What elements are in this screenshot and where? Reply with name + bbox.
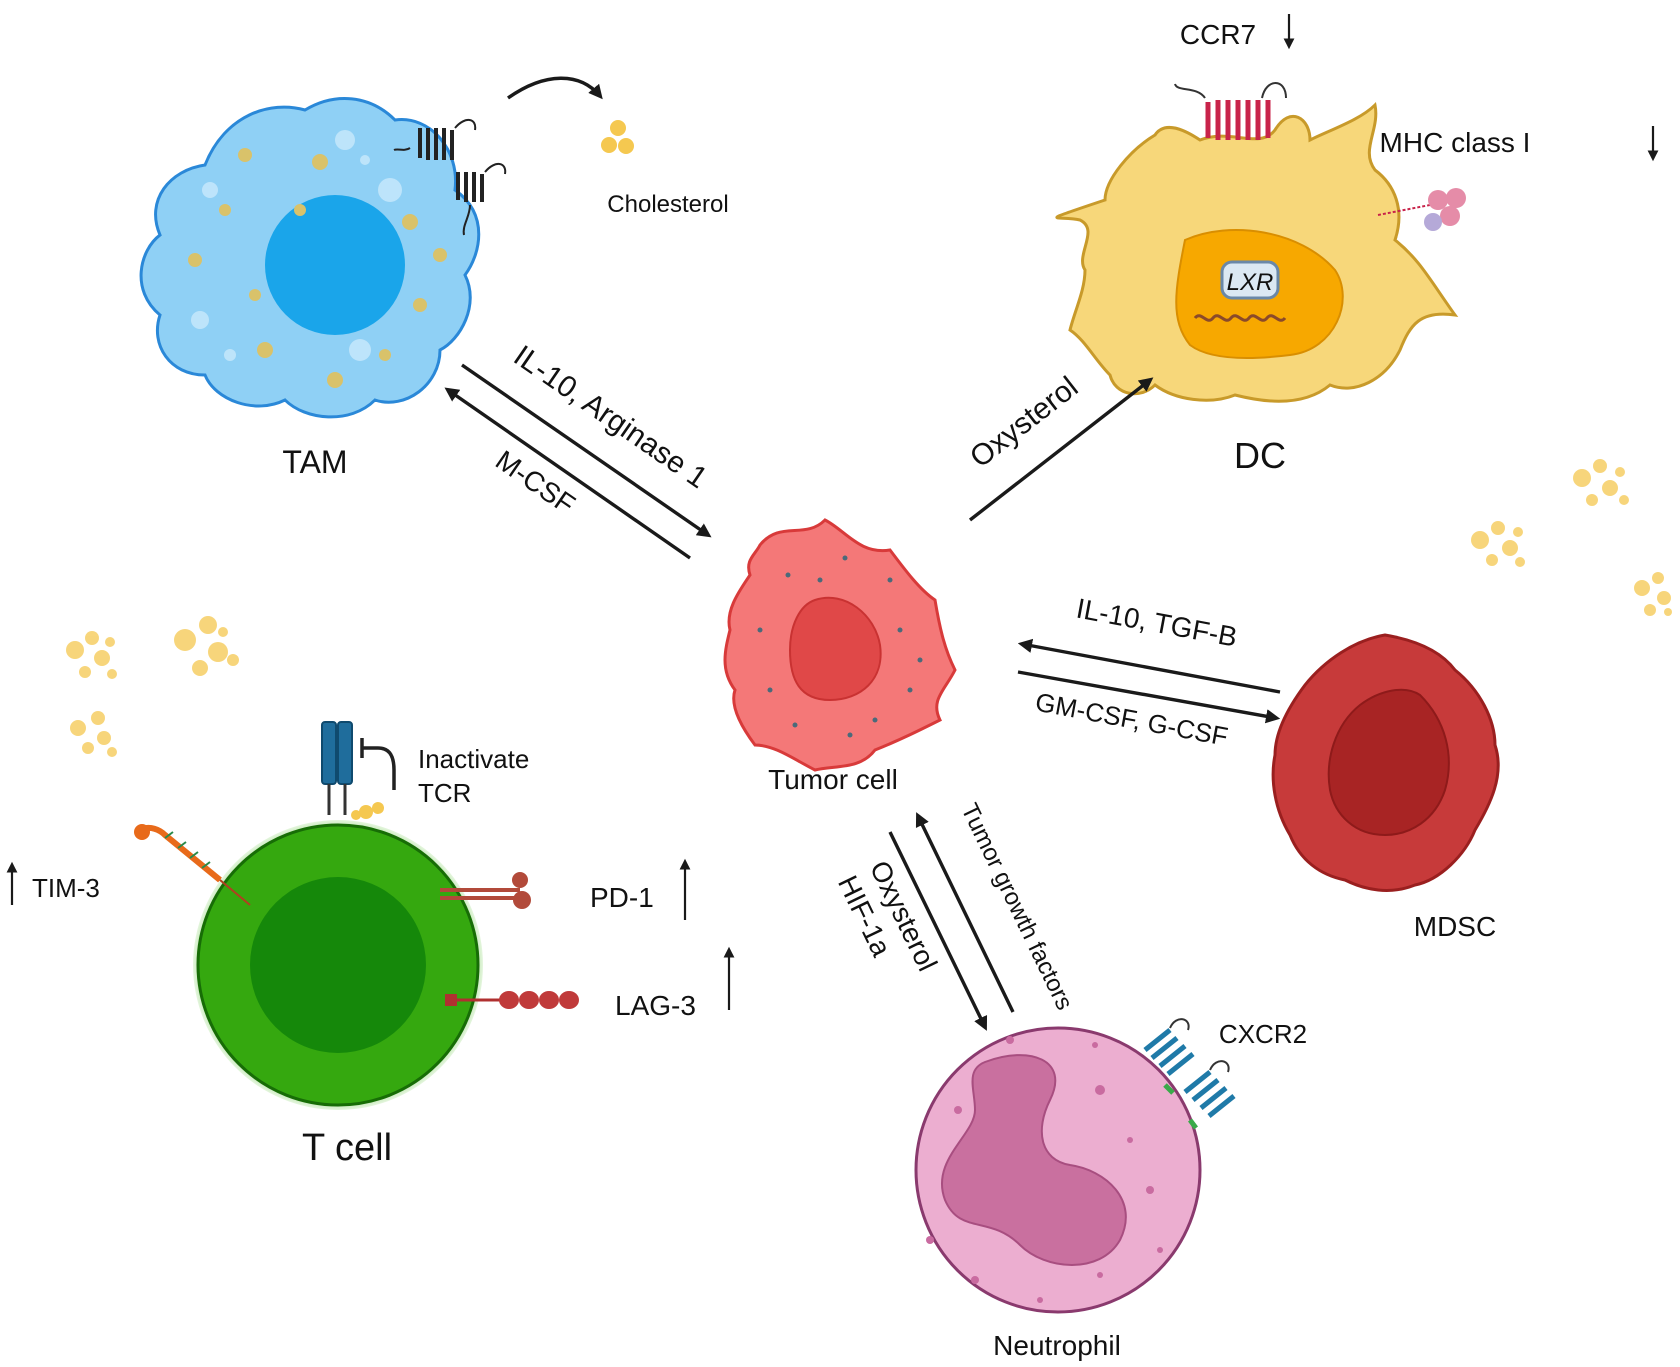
dna-icon: [1193, 314, 1287, 322]
cxcr2-receptor-icon: [1143, 1018, 1236, 1130]
tumor-growth-factors-arrow: [915, 812, 1015, 1013]
mcsf-label: M-CSF: [490, 444, 581, 520]
mhc-class-i-icon: [1377, 188, 1466, 231]
tam-receptor-icon: [393, 119, 507, 236]
pd1-label: PD-1: [590, 882, 654, 913]
tam-cell: [139, 97, 507, 419]
lipid-clusters: [66, 459, 1672, 757]
neutrophil-granules: [926, 1036, 1163, 1303]
lipid-cluster-icon: [70, 711, 117, 757]
tim3-label: TIM-3: [32, 873, 100, 903]
dc-label: DC: [1234, 435, 1286, 476]
t-cell-label: T cell: [302, 1127, 392, 1169]
mcsf-arrow: [444, 387, 691, 560]
tumor-nucleus: [788, 596, 882, 702]
neutrophil-cell: [914, 1018, 1236, 1314]
tam-lipid-droplets: [188, 148, 447, 388]
cholesterol-droplets: [601, 120, 634, 154]
lipid-cluster-icon: [1471, 521, 1525, 567]
lxr-box-icon: [1220, 260, 1280, 300]
cholesterol-label: Cholesterol: [607, 191, 728, 218]
il10-tgf-arrow: [1017, 638, 1281, 694]
lipid-cluster-icon: [174, 616, 239, 676]
tam-vesicles: [191, 130, 402, 361]
dc-cell: LXR: [1055, 82, 1466, 403]
t-cell: [134, 721, 579, 1110]
il10-tgf-label: IL-10, TGF-B: [1074, 593, 1240, 653]
lag3-label: LAG-3: [615, 990, 696, 1021]
il10-arginase-arrow: [461, 363, 712, 538]
gmcsf-arrow: [1017, 670, 1281, 724]
oxysterol-dc-arrow: [968, 377, 1154, 522]
lipid-cluster-icon: [1573, 459, 1629, 506]
oxysterol-neutrophil-arrow: [888, 831, 988, 1031]
ccr7-receptor-icon: [1174, 82, 1287, 140]
cxcr2-label: CXCR2: [1219, 1019, 1307, 1049]
mdsc-label: MDSC: [1414, 911, 1496, 942]
mdsc-cell: [1271, 633, 1500, 892]
tim3-receptor-icon: [134, 824, 251, 906]
tumor-growth-factors-label: Tumor growth factors: [955, 799, 1078, 1014]
inactivate-label: Inactivate: [418, 744, 529, 774]
lipid-cluster-icon: [66, 631, 117, 679]
tcr-receptor-icon: [321, 721, 384, 820]
cholesterol-secretion-arrow: [507, 76, 603, 100]
tumor-cell: [723, 518, 957, 772]
neutrophil-label: Neutrophil: [993, 1330, 1121, 1361]
mdsc-nucleus: [1327, 688, 1450, 837]
tam-label: TAM: [282, 444, 347, 480]
inhibition-bar-icon: [362, 746, 396, 790]
tumor-granules: [757, 555, 923, 738]
oxysterol-dc-label: Oxysterol: [964, 371, 1084, 475]
gmcsf-label: GM-CSF, G-CSF: [1033, 687, 1230, 752]
pd1-receptor-icon: [440, 872, 531, 909]
neutrophil-nucleus: [941, 1054, 1127, 1266]
mhc-label: MHC class I: [1380, 127, 1531, 158]
lxr-label: LXR: [1227, 269, 1274, 296]
lipid-cluster-icon: [1634, 572, 1672, 616]
tam-nucleus: [265, 195, 405, 335]
tumor-label: Tumor cell: [768, 764, 898, 795]
tcr-label: TCR: [418, 778, 471, 808]
ccr7-label: CCR7: [1180, 19, 1256, 50]
lag3-receptor-icon: [445, 991, 579, 1009]
t-cell-nucleus: [250, 877, 426, 1053]
